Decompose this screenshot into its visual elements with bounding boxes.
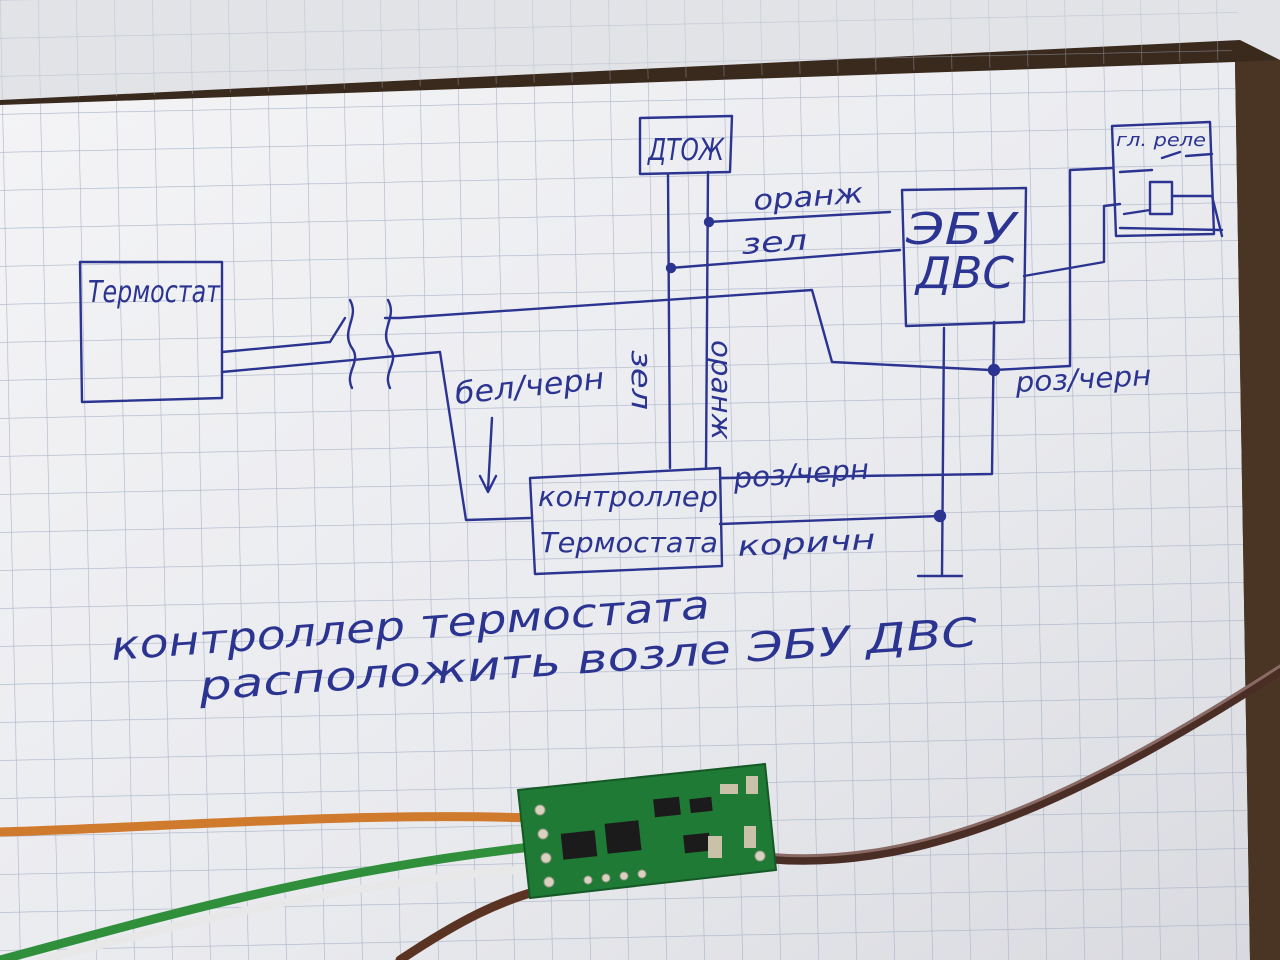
wire-label-orange-top: оранж: [752, 176, 864, 217]
wire-ecu-to-relay: [1022, 166, 1122, 368]
physical-wires: [0, 664, 1280, 960]
wire-label-green-vertical: зел: [625, 350, 658, 410]
wire-white: [36, 864, 549, 960]
thermostat-wire-bottom: [220, 350, 532, 522]
wire-label-green-top: зел: [740, 223, 808, 261]
arrow-to-controller: [478, 416, 498, 494]
notebook-page: [0, 60, 1280, 960]
diagram: [78, 114, 1224, 578]
wire-label-orange-vertical: оранж: [705, 340, 738, 440]
sensor-block: [638, 114, 734, 176]
wire-right-cable-highlight: [763, 664, 1280, 858]
thermostat-wire-top: [220, 288, 992, 372]
ecu-label-line1: ЭБУ: [905, 204, 1020, 255]
wire-right-cable: [760, 665, 1280, 865]
relay-coil: [1148, 180, 1174, 216]
controller-label-line1: контроллер: [538, 480, 718, 513]
thermostat-block: [78, 260, 224, 404]
wire-orange: [0, 812, 535, 837]
wire-label-brown: коричн: [737, 523, 877, 563]
wire-orange-to-ecu: [706, 210, 892, 224]
ecu-label-line2: ДВС: [914, 248, 1014, 299]
wire-label-pink-black-right: роз/черн: [1014, 359, 1153, 399]
sensor-wire-green: [666, 172, 672, 470]
back-page: [0, 0, 1280, 100]
wire-break-1: [346, 298, 357, 390]
relay-block: [1110, 120, 1216, 238]
wire-pink-black-to-controller: [718, 320, 996, 480]
sensor-label: ДТОЖ: [646, 133, 725, 168]
controller-label-line2: Термостата: [540, 526, 718, 559]
wire-break-2: [384, 298, 395, 390]
relay-contacts: [1118, 150, 1224, 238]
wire-green: [0, 841, 545, 960]
ecu-block: [900, 186, 1028, 328]
relay-label: гл. реле: [1116, 130, 1206, 151]
wire-pink-to-right: [992, 364, 1072, 372]
thermostat-label: Термостат: [88, 275, 221, 310]
ground-line: [940, 326, 946, 578]
wire-brown-ground: [718, 514, 942, 526]
controller-block: [528, 466, 724, 576]
wire-green-to-ecu: [668, 248, 902, 270]
controller-pcb: [516, 762, 778, 900]
